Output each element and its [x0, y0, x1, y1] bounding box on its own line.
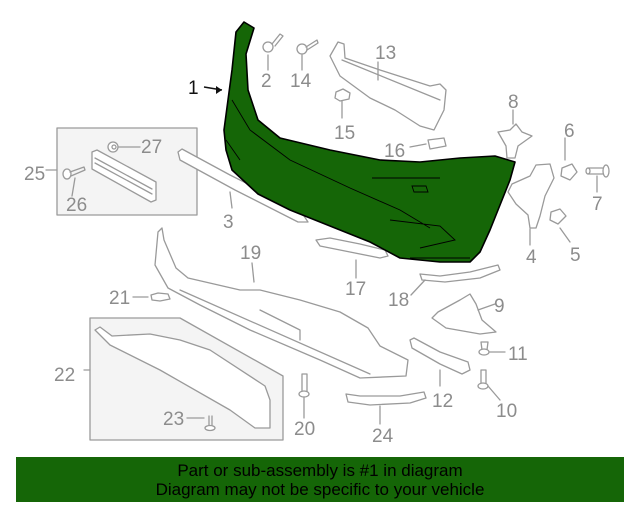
callout-16[interactable]: 16	[384, 141, 406, 162]
callout-17[interactable]: 17	[345, 279, 367, 300]
callout-10[interactable]: 10	[496, 401, 518, 422]
molding-24-icon	[345, 391, 427, 406]
bracket-4-icon	[507, 163, 555, 229]
callout-4[interactable]: 4	[526, 247, 537, 268]
license-plate-bracket-icon	[91, 149, 157, 203]
callout-15[interactable]: 15	[334, 123, 356, 144]
molding-12-icon	[409, 337, 471, 375]
nut-6-icon	[560, 163, 578, 181]
deflector-9-icon	[431, 293, 497, 335]
screw-26-icon	[62, 166, 86, 180]
pushpin-11-icon	[478, 341, 490, 356]
banner-line-2: Diagram may not be specific to your vehi…	[155, 480, 485, 499]
callout-2[interactable]: 2	[261, 71, 272, 92]
pushpin-23-icon	[204, 415, 216, 432]
callout-19[interactable]: 19	[240, 243, 262, 264]
clip-21-icon	[150, 292, 171, 302]
molding-18-icon	[419, 264, 501, 283]
info-banner: Part or sub-assembly is #1 in diagram Di…	[16, 457, 624, 502]
tow-cap-16-icon	[427, 137, 447, 150]
reflector-17-icon	[315, 237, 389, 259]
callout-25[interactable]: 25	[24, 164, 46, 185]
callout-12[interactable]: 12	[432, 391, 454, 412]
callout-21[interactable]: 21	[109, 288, 131, 309]
callout-26[interactable]: 26	[66, 195, 88, 216]
callout-24[interactable]: 24	[372, 426, 394, 447]
pushpin-10-icon	[477, 369, 489, 390]
bumper-cover-1-icon[interactable]	[223, 21, 516, 263]
banner-line-1: Part or sub-assembly is #1 in diagram	[177, 461, 463, 480]
parts-diagram	[45, 21, 610, 441]
lower-deflector-icon	[94, 326, 271, 429]
bracket-8-icon	[497, 123, 533, 159]
reinforcement-13-icon	[329, 41, 447, 131]
callout-1[interactable]: 1	[188, 78, 199, 99]
splash-shield-icon	[154, 227, 409, 379]
callout-20[interactable]: 20	[294, 419, 316, 440]
callout-5[interactable]: 5	[570, 245, 581, 266]
nut-15-icon	[334, 88, 351, 102]
callout-18[interactable]: 18	[388, 290, 410, 311]
molding-3-icon	[177, 148, 309, 223]
callout-8[interactable]: 8	[508, 92, 519, 113]
callout-14[interactable]: 14	[290, 71, 312, 92]
nut-27-icon	[107, 141, 119, 153]
bolt-14-icon	[296, 39, 319, 55]
callout-3[interactable]: 3	[223, 212, 234, 233]
bolt-2-icon	[262, 33, 284, 53]
callout-9[interactable]: 9	[494, 296, 505, 317]
callout-13[interactable]: 13	[375, 43, 397, 64]
callout-27[interactable]: 27	[141, 137, 163, 158]
nut-5-icon	[549, 208, 567, 225]
callout-7[interactable]: 7	[592, 194, 603, 215]
callout-11[interactable]: 11	[508, 344, 528, 365]
callout-23[interactable]: 23	[163, 409, 185, 430]
callout-6[interactable]: 6	[564, 121, 575, 142]
callout-22[interactable]: 22	[54, 365, 76, 386]
pin-7-icon	[585, 164, 610, 178]
pushpin-20-icon	[298, 373, 310, 398]
